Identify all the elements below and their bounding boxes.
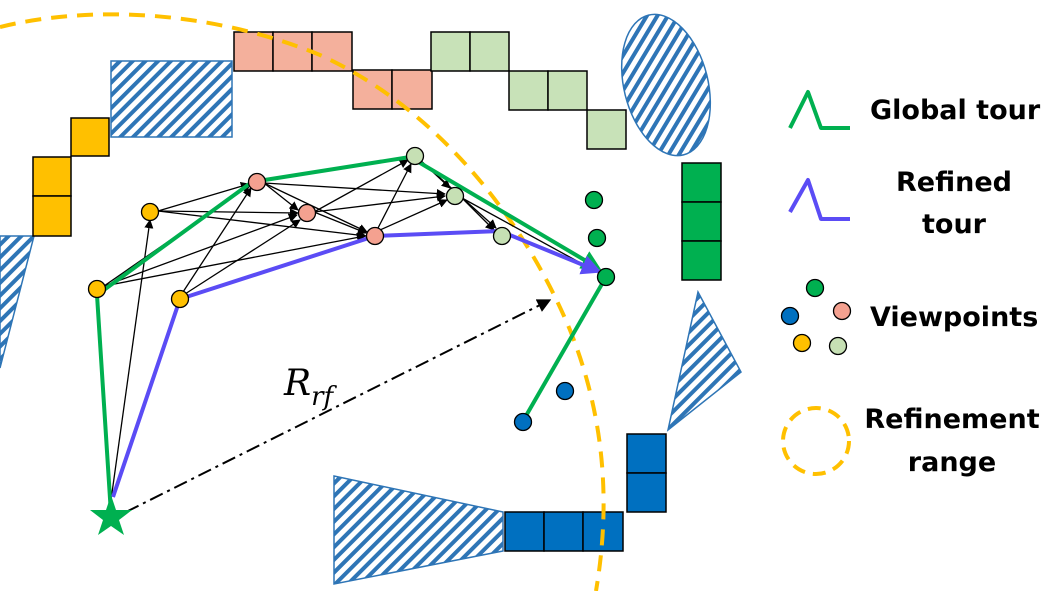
refinement-range-arc	[0, 12, 606, 591]
cell-lightgreen	[547, 70, 588, 111]
viewpoint	[513, 412, 533, 432]
viewpoint	[170, 289, 190, 309]
cell-yellow	[70, 117, 110, 157]
viewpoint	[587, 228, 607, 248]
cell-blue	[504, 511, 545, 552]
edge	[263, 182, 368, 233]
edge	[110, 219, 154, 501]
refinement-radius-line	[125, 299, 552, 513]
edge	[103, 233, 366, 287]
edge	[313, 211, 367, 235]
candidate-edges	[103, 159, 598, 501]
cell-yellow	[32, 195, 72, 237]
edge	[379, 199, 448, 231]
legend-viewpoints: Viewpoints	[870, 302, 1038, 333]
frontier-cells	[32, 31, 722, 552]
viewpoint	[555, 381, 575, 401]
cell-yellow	[32, 156, 72, 197]
edge	[313, 159, 409, 213]
edge	[103, 213, 298, 287]
dashed-circle-icon	[781, 406, 851, 476]
global-tour-path-tail	[521, 276, 608, 422]
edge	[377, 163, 412, 229]
legend-refinement-range-line2: range	[908, 447, 996, 478]
cell-lightgreen	[469, 31, 510, 72]
global-tour-line-icon	[788, 90, 850, 130]
global-tour-path	[95, 155, 602, 515]
viewpoint	[247, 172, 267, 192]
viewpoint	[405, 146, 425, 166]
viewpoint	[492, 226, 512, 246]
edge	[157, 210, 367, 240]
viewpoints	[87, 146, 616, 432]
radius-label: Rrf	[283, 363, 338, 412]
obstacles	[0, 13, 742, 585]
cell-green	[681, 162, 722, 203]
viewpoint	[596, 267, 616, 287]
cell-lightgreen	[430, 31, 471, 72]
edge	[461, 197, 495, 231]
edge	[157, 181, 250, 212]
cell-blue	[626, 433, 667, 474]
cell-pink	[311, 31, 353, 72]
legend-refined-tour-line2: tour	[922, 209, 987, 240]
legend-global-tour: Global tour	[870, 95, 1041, 126]
cell-green	[681, 240, 722, 281]
legend: Global tour Refined tour Viewpoints Refi…	[780, 90, 1041, 478]
edge	[182, 187, 252, 293]
edge	[184, 219, 301, 295]
viewpoint	[297, 203, 317, 223]
cell-green	[681, 201, 722, 242]
obstacle-right-triangle	[666, 289, 742, 432]
cell-blue	[626, 472, 667, 513]
legend-refined-tour-line1: Refined	[896, 167, 1012, 198]
legend-refinement-range-line1: Refinement	[864, 404, 1039, 435]
cell-blue	[543, 511, 584, 552]
refined-tour-line-icon	[788, 178, 850, 221]
obstacle-bottom-trapezoid	[333, 475, 504, 585]
cell-lightgreen	[508, 70, 549, 111]
viewpoint	[584, 190, 604, 210]
edge	[263, 182, 446, 199]
edge	[263, 182, 299, 211]
edge	[313, 192, 446, 213]
star-icon	[90, 495, 132, 535]
viewpoint	[365, 226, 385, 246]
obstacle-top-left	[110, 60, 233, 138]
viewpoint	[445, 186, 465, 206]
obstacle-left	[0, 235, 35, 369]
viewpoint	[140, 202, 160, 222]
edge	[157, 208, 299, 218]
viewpoint-dots-icon	[780, 278, 852, 356]
viewpoint	[87, 279, 107, 299]
cell-lightgreen	[586, 109, 627, 150]
obstacle-ellipse	[620, 13, 712, 157]
cell-pink	[272, 31, 313, 72]
